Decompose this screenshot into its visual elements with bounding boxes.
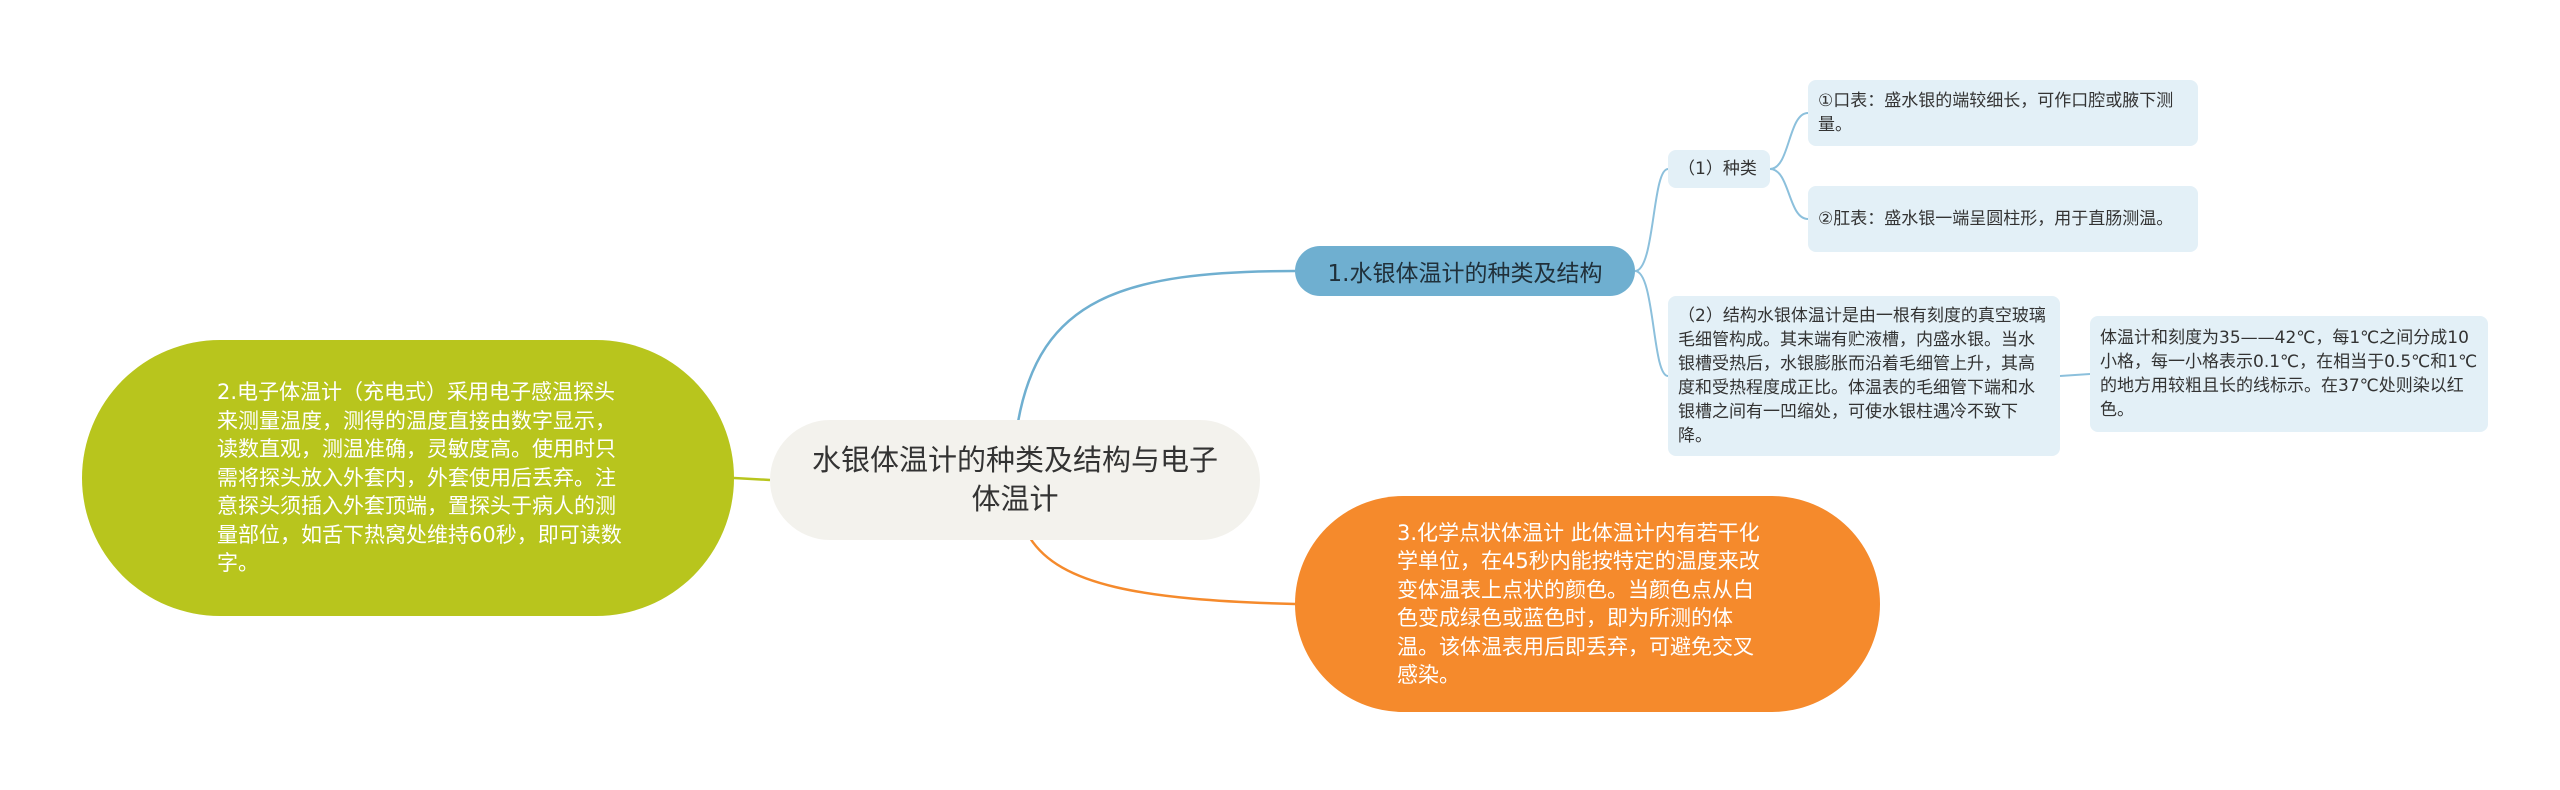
subtopic-oral-thermometer-text: ①口表：盛水银的端较细长，可作口腔或腋下测量。 <box>1818 91 2174 135</box>
link-kinds-rectal <box>1769 168 1809 220</box>
subtopic-kinds-text: （1）种类 <box>1678 159 1757 179</box>
subtopic-rectal-thermometer: ②肛表：盛水银一端呈圆柱形，用于直肠测温。 <box>1808 186 2198 252</box>
subtopic-rectal-thermometer-text: ②肛表：盛水银一端呈圆柱形，用于直肠测温。 <box>1818 209 2174 229</box>
subtopic-scale-text: 体温计和刻度为35——42℃，每1℃之间分成10小格，每一小格表示0.1℃，在相… <box>2100 328 2478 420</box>
link-central-branch1 <box>1016 269 1296 423</box>
branch-electronic-thermometer-text: 2.电子体温计（充电式）采用电子感温探头来测量温度，测得的温度直接由数字显示，读… <box>217 380 622 576</box>
subtopic-kinds: （1）种类 <box>1668 150 1770 188</box>
link-central-branch3 <box>1028 537 1296 606</box>
branch-chemical-dot-thermometer: 3.化学点状体温计 此体温计内有若干化学单位，在45秒内能按特定的温度来改变体温… <box>1295 496 1880 712</box>
link-kinds-oral <box>1769 112 1809 170</box>
branch-chemical-dot-thermometer-text: 3.化学点状体温计 此体温计内有若干化学单位，在45秒内能按特定的温度来改变体温… <box>1397 520 1760 688</box>
subtopic-scale: 体温计和刻度为35——42℃，每1℃之间分成10小格，每一小格表示0.1℃，在相… <box>2090 316 2488 432</box>
subtopic-oral-thermometer: ①口表：盛水银的端较细长，可作口腔或腋下测量。 <box>1808 80 2198 146</box>
subtopic-structure: （2）结构水银体温计是由一根有刻度的真空玻璃毛细管构成。其末端有贮液槽，内盛水银… <box>1668 296 2060 456</box>
link-central-branch2 <box>733 476 771 482</box>
link-branch1-kinds <box>1634 168 1669 272</box>
subtopic-structure-text: （2）结构水银体温计是由一根有刻度的真空玻璃毛细管构成。其末端有贮液槽，内盛水银… <box>1678 306 2046 446</box>
branch-mercury-thermometer: 1.水银体温计的种类及结构 <box>1295 246 1635 296</box>
branch-electronic-thermometer: 2.电子体温计（充电式）采用电子感温探头来测量温度，测得的温度直接由数字显示，读… <box>82 340 734 616</box>
branch-mercury-thermometer-text: 1.水银体温计的种类及结构 <box>1327 261 1603 287</box>
link-branch1-structure <box>1634 270 1669 377</box>
link-structure-scale <box>2059 373 2091 377</box>
central-topic-text: 水银体温计的种类及结构与电子体温计 <box>811 443 1218 516</box>
central-topic: 水银体温计的种类及结构与电子体温计 <box>770 420 1260 540</box>
